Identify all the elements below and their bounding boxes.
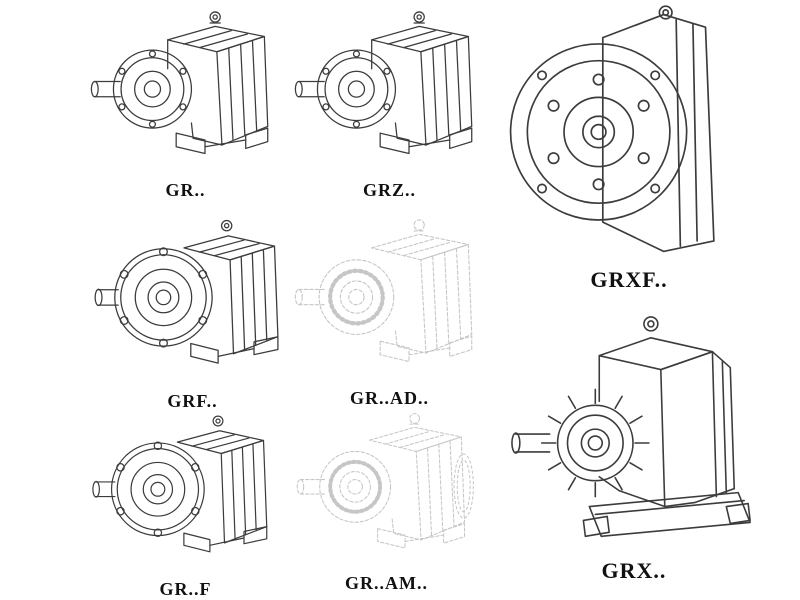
figure-gr-f: GR..F [88, 408, 283, 600]
gr-f-label: GR..F [159, 578, 212, 599]
gr-label: GR.. [165, 179, 206, 200]
figure-gr: GR.. [88, 6, 283, 201]
gram-gearbox-drawing [294, 408, 474, 569]
grz-gearbox-drawing [294, 11, 473, 155]
grxf-gearbox-drawing [509, 5, 715, 253]
gram-label: GR..AM.. [345, 572, 428, 593]
grad-gearbox-drawing [292, 214, 487, 384]
figure-grx: GRX.. [500, 312, 768, 584]
gr-gearbox-drawing [90, 11, 269, 155]
grx-gearbox-drawing [511, 316, 751, 538]
figure-grad: GR..AD.. [292, 214, 487, 409]
grx-label: GRX.. [601, 558, 667, 584]
grz-label: GRZ.. [362, 179, 416, 200]
grxf-label: GRXF.. [590, 267, 668, 292]
figure-grz: GRZ.. [292, 6, 487, 201]
gr-f-gearbox-drawing [92, 415, 268, 553]
figure-gram: GR..AM.. [294, 408, 479, 594]
grad-label: GR..AD.. [350, 387, 429, 408]
figure-grf: GRF.. [90, 212, 295, 412]
grf-label: GRF.. [167, 391, 218, 412]
grf-gearbox-drawing [94, 219, 279, 364]
figure-grxf: GRXF.. [498, 2, 760, 293]
